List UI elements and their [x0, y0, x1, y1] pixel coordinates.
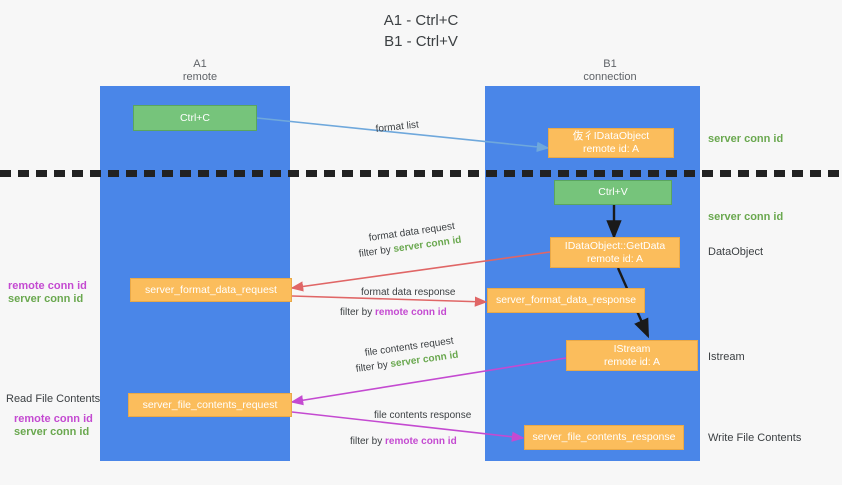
box-idataobject[interactable]: 伖彳IDataObject remote id: A: [548, 128, 674, 158]
box-istream[interactable]: IStream remote id: A: [566, 340, 698, 371]
label-remote-conn-id-1: remote conn id: [8, 280, 87, 292]
caption-file-contents-response: file contents response: [374, 410, 472, 421]
label-server-conn-id-top: server conn id: [708, 133, 784, 145]
box-server-file-contents-request[interactable]: server_file_contents_request: [128, 393, 292, 417]
label-server-conn-id-mid: server conn id: [708, 211, 784, 223]
label-remote-conn-id-2: remote conn id: [14, 413, 93, 425]
label-istream: Istream: [708, 351, 745, 363]
caption-filter-value: remote conn id: [385, 436, 457, 447]
caption-file-contents-response-filter: filter by remote conn id: [350, 435, 457, 448]
lane-header-a1: A1 remote: [182, 58, 218, 83]
label-write-file-contents: Write File Contents: [708, 432, 802, 444]
box-server-format-data-request[interactable]: server_format_data_request: [130, 278, 292, 302]
arrow-format-list: [256, 117, 550, 152]
box-ctrl-v[interactable]: Ctrl+V: [554, 180, 672, 205]
label-dataobject: DataObject: [708, 246, 764, 258]
caption-filter-prefix: filter by: [340, 307, 376, 318]
arrow-format-data-request: [290, 251, 551, 292]
label-server-conn-id-2: server conn id: [14, 426, 90, 438]
caption-format-data-response: format data response: [361, 287, 456, 298]
arrow-format-data-response: [291, 295, 488, 307]
caption-filter-prefix: filter by: [350, 436, 386, 447]
box-server-file-contents-response[interactable]: server_file_contents_response: [524, 425, 684, 450]
box-ctrl-c[interactable]: Ctrl+C: [133, 105, 257, 131]
box-getdata[interactable]: IDataObject::GetData remote id: A: [550, 237, 680, 268]
label-server-conn-id-1: server conn id: [8, 293, 84, 305]
label-read-file-contents: Read File Contents: [6, 393, 101, 405]
page-title: A1 - Ctrl+C B1 - Ctrl+V: [383, 12, 459, 50]
caption-format-data-response-filter: filter by remote conn id: [340, 306, 447, 319]
dashed-divider: [0, 170, 842, 177]
arrow-file-contents-response: [291, 411, 525, 442]
arrow-file-contents-request: [290, 357, 567, 406]
box-server-format-data-response[interactable]: server_format_data_response: [487, 288, 645, 313]
caption-filter-value: remote conn id: [375, 307, 447, 318]
lane-header-b1: B1 connection: [583, 58, 637, 83]
